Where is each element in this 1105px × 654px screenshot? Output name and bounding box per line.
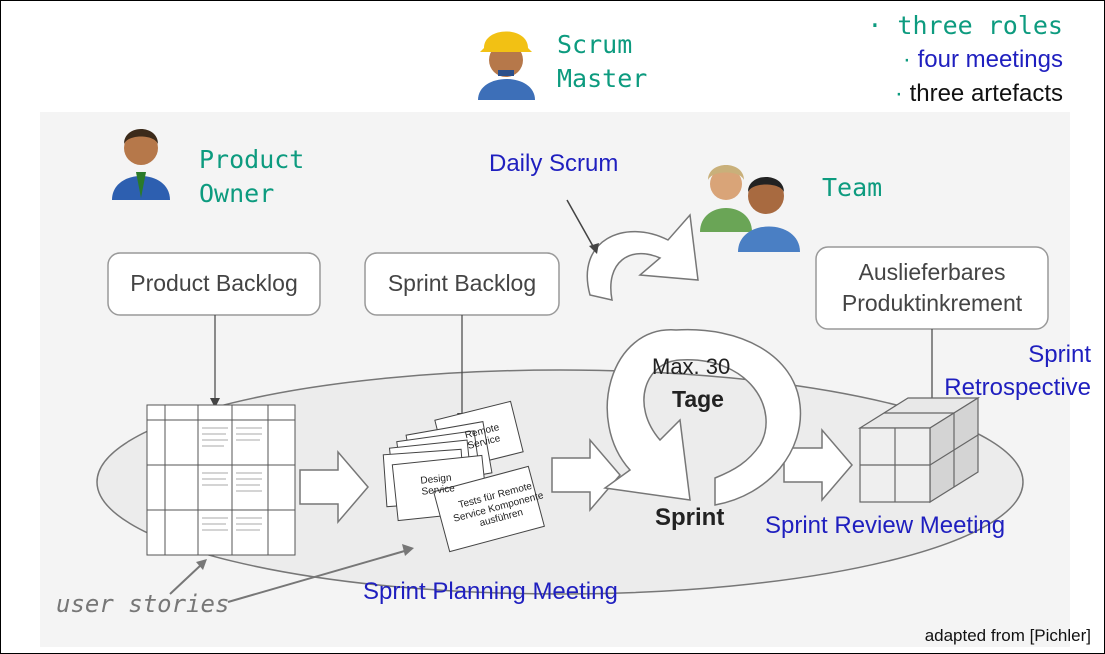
user-stories-pointer-1-head	[402, 544, 414, 556]
scrum-master-icon	[478, 31, 535, 100]
block-arrow-2	[551, 437, 621, 513]
tage-label: Tage	[672, 386, 724, 412]
team-icon	[700, 165, 800, 252]
user-stories-pointer-2	[169, 563, 203, 595]
daily-scrum-label: Daily Scrum	[489, 150, 619, 177]
max-days-label: Max. 30	[652, 354, 731, 379]
block-arrow-3	[783, 427, 853, 503]
user-stories-label: user stories	[56, 590, 230, 618]
increment-cube	[857, 396, 981, 504]
summary-meetings: · four meetings	[902, 46, 1063, 73]
summary-artefacts: · three artefacts	[894, 80, 1063, 107]
sprint-retrospective-line2: Retrospective	[944, 374, 1091, 401]
summary-artefacts-text: three artefacts	[909, 80, 1063, 107]
sprint-label: Sprint	[655, 504, 725, 531]
sprint-review-label: Sprint Review Meeting	[765, 512, 1006, 539]
summary-roles-text: three roles	[897, 11, 1063, 40]
product-backlog-box	[107, 252, 321, 316]
product-backlog-table	[146, 404, 296, 556]
sprint-backlog-label: Sprint Backlog	[387, 270, 537, 296]
scrum-master-label-line1: Scrum	[557, 30, 633, 59]
increment-label-line1: Auslieferbares	[858, 259, 1006, 285]
sprint-retrospective-line1: Sprint	[1028, 341, 1091, 368]
team-label: Team	[822, 173, 883, 202]
product-backlog-label: Product Backlog	[130, 270, 298, 296]
daily-scrum-pointer	[566, 199, 595, 249]
block-arrow-1	[299, 449, 369, 525]
daily-scrum-pointer-head	[589, 243, 599, 254]
product-owner-label-line2: Owner	[199, 179, 275, 208]
sprint-planning-label: Sprint Planning Meeting	[363, 578, 618, 605]
increment-label-line2: Produktinkrement	[841, 290, 1023, 316]
credit-label: adapted from [Pichler]	[924, 626, 1091, 645]
user-stories-pointer-2-head	[196, 559, 207, 570]
product-owner-label-line1: Product	[199, 145, 305, 174]
summary-roles: · three roles	[867, 11, 1063, 40]
scrum-master-label-line2: Master	[557, 64, 648, 93]
card2-text: Design Service	[420, 472, 455, 498]
backlog-connector-head	[210, 398, 220, 408]
product-owner-icon	[112, 129, 170, 200]
user-stories-pointer-1	[227, 549, 409, 603]
summary-meetings-text: four meetings	[917, 46, 1063, 73]
sprint-backlog-cards	[382, 400, 545, 553]
